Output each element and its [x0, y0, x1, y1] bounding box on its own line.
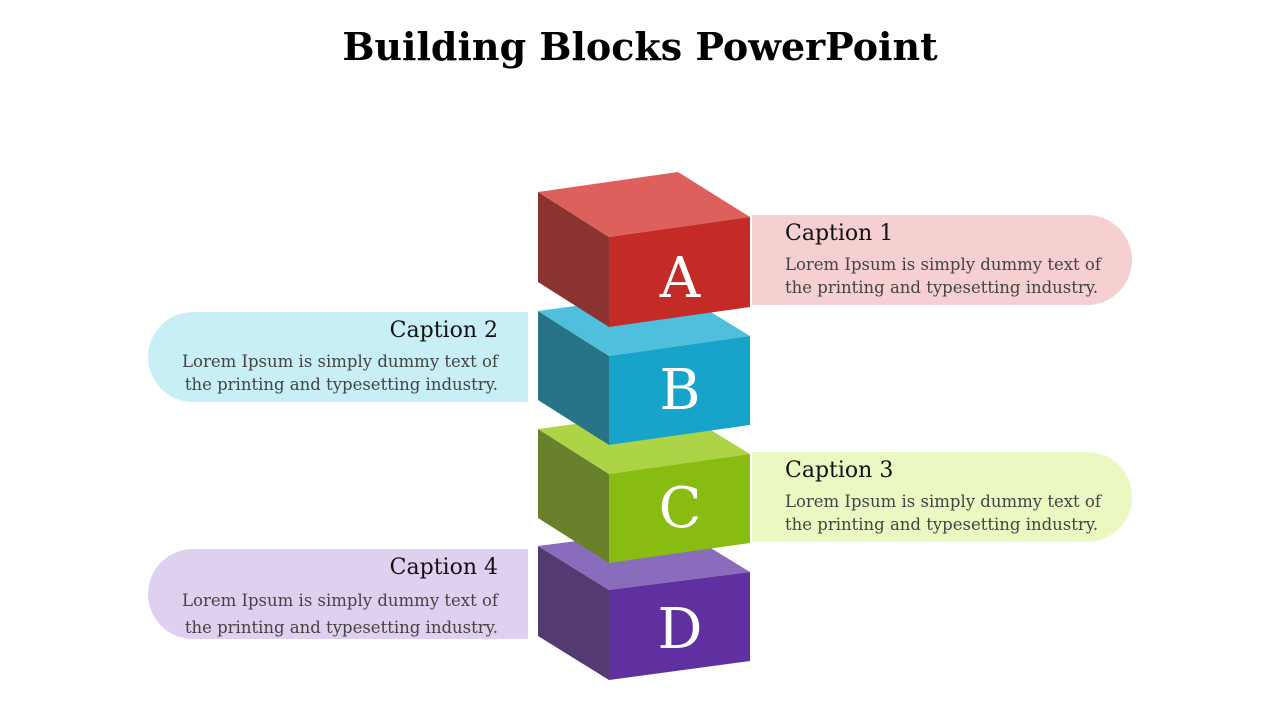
block-c-side — [538, 429, 609, 563]
block-a: A — [538, 172, 750, 327]
block-d-side — [538, 546, 609, 680]
caption-1-title: Caption 1 — [785, 221, 894, 246]
caption-4-title: Caption 4 — [389, 555, 498, 580]
caption-2-text: Lorem Ipsum is simply dummy text of the … — [182, 352, 498, 394]
caption-4-box: Caption 4 Lorem Ipsum is simply dummy te… — [148, 549, 528, 639]
caption-3-text: Lorem Ipsum is simply dummy text of the … — [785, 492, 1101, 534]
block-c-front — [609, 454, 750, 563]
block-a-letter: A — [659, 246, 701, 311]
caption-3-box: Caption 3 Lorem Ipsum is simply dummy te… — [752, 452, 1132, 542]
block-b-side — [538, 311, 609, 445]
block-b-letter: B — [659, 358, 700, 423]
block-d-front — [609, 572, 750, 680]
block-c-letter: C — [659, 476, 702, 541]
caption-2-title: Caption 2 — [389, 318, 498, 343]
block-b-front — [609, 336, 750, 445]
block-d-letter: D — [658, 597, 703, 662]
caption-2-box: Caption 2 Lorem Ipsum is simply dummy te… — [148, 312, 528, 402]
caption-4-text: Lorem Ipsum is simply dummy text of the … — [182, 591, 498, 637]
caption-1-text: Lorem Ipsum is simply dummy text of the … — [785, 255, 1101, 297]
block-c: C — [538, 410, 750, 563]
block-a-front — [609, 217, 750, 327]
caption-3-title: Caption 3 — [785, 458, 894, 483]
slide-title: Building Blocks PowerPoint — [342, 24, 938, 69]
caption-1-box: Caption 1 Lorem Ipsum is simply dummy te… — [752, 215, 1132, 305]
block-a-top — [538, 172, 750, 237]
